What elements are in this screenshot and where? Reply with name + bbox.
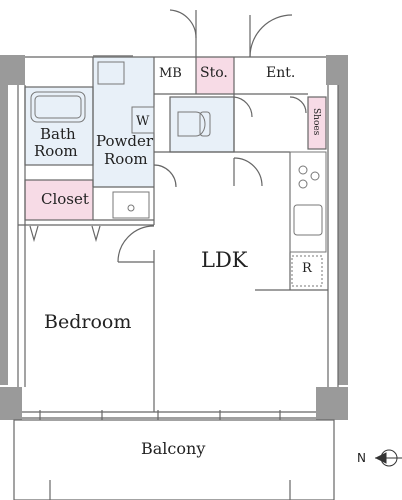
fridge-space [291,255,323,287]
kitchen-sink [293,204,323,236]
powder-label-line1: Powder [96,132,154,150]
bath-label-line2: Room [34,142,78,160]
storage-area [196,57,234,94]
closet-label: Closet [41,190,89,208]
bath-room-area [25,87,93,165]
mirror-cabinet [97,61,125,85]
exterior-walls [0,55,348,420]
shoes-label: Shoes [311,108,321,136]
north-arrow [374,449,402,467]
north-label: N [357,451,366,465]
bath-label-line1: Bath [40,125,76,143]
washer-label: W [136,114,150,129]
kitchen-counter [289,151,327,253]
bedroom-label: Bedroom [44,311,132,333]
washer-box [131,106,155,134]
ldk-label: LDK [201,248,248,272]
toilet-area [170,97,234,152]
interior-walls [13,9,339,500]
refrigerator-label: R [302,261,312,276]
toilet-bowl [177,111,206,137]
powder-label-line2: Room [104,150,148,168]
shoes-area [308,97,326,149]
mb-label: MB [159,66,182,81]
closet-area [25,180,93,220]
entrance-label: Ent. [266,65,296,81]
fixtures [30,61,327,287]
bathtub [30,91,86,123]
storage-label: Sto. [200,65,228,81]
balcony-label: Balcony [141,439,206,458]
wash-basin [112,191,150,219]
